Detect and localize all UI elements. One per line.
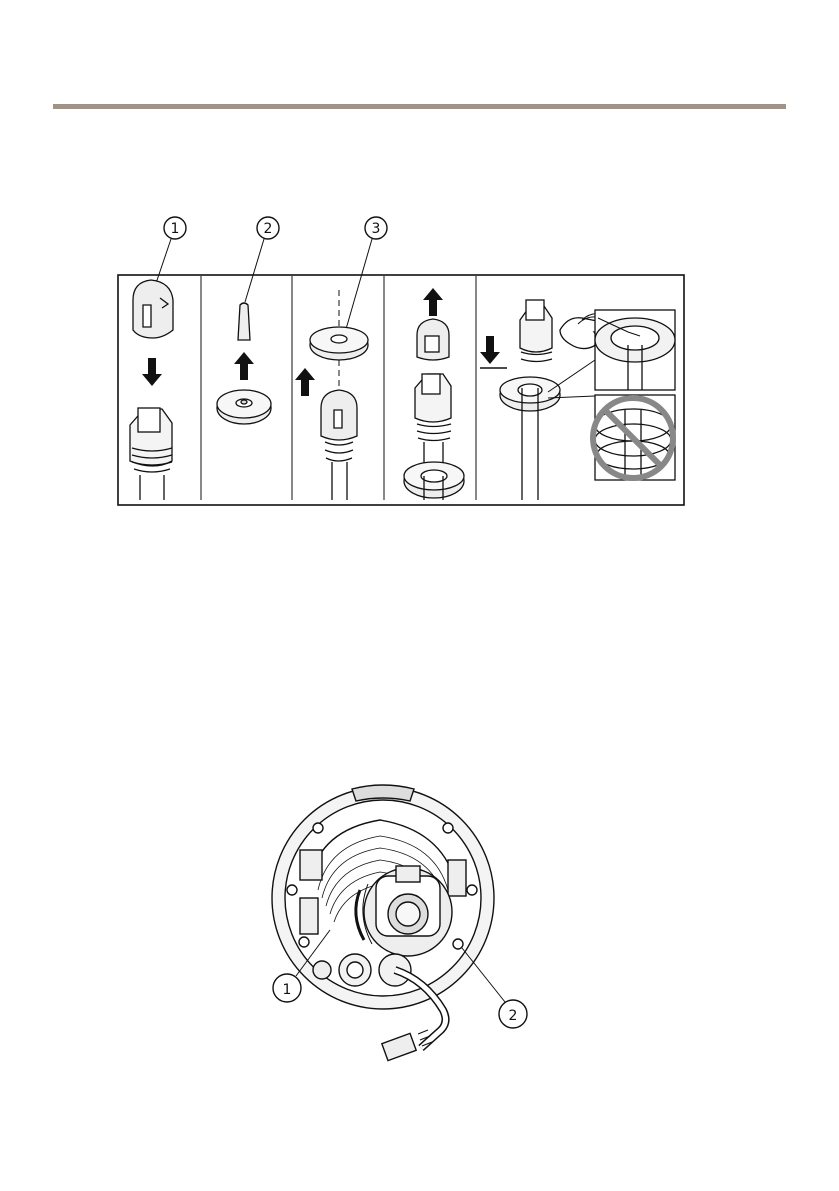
arrow-up-icon (295, 368, 315, 396)
arrow-down-icon (480, 336, 500, 364)
figure-1-cable-assembly: 1 2 3 (0, 0, 839, 560)
callout-3: 3 (344, 217, 387, 336)
svg-text:2: 2 (264, 221, 273, 237)
svg-text:3: 3 (372, 221, 381, 237)
callout-2: 2 (462, 948, 527, 1028)
arrow-up-icon (234, 352, 254, 380)
callout-2: 2 (245, 217, 279, 302)
svg-text:1: 1 (283, 982, 292, 998)
panel-5-push-grommet (480, 300, 675, 500)
panel-4-boot-grommet-on-cable (404, 288, 464, 500)
arrow-down-icon (142, 358, 162, 386)
panel-3-pierce-grommet (295, 290, 368, 500)
svg-text:1: 1 (171, 221, 180, 237)
figure-2-camera-dome: 1 2 (0, 780, 839, 1080)
arrow-up-icon (423, 288, 443, 316)
panel-2-cap-and-grommet (217, 303, 271, 424)
panel-1-boot-to-rj45 (130, 280, 173, 500)
svg-text:2: 2 (509, 1008, 518, 1024)
